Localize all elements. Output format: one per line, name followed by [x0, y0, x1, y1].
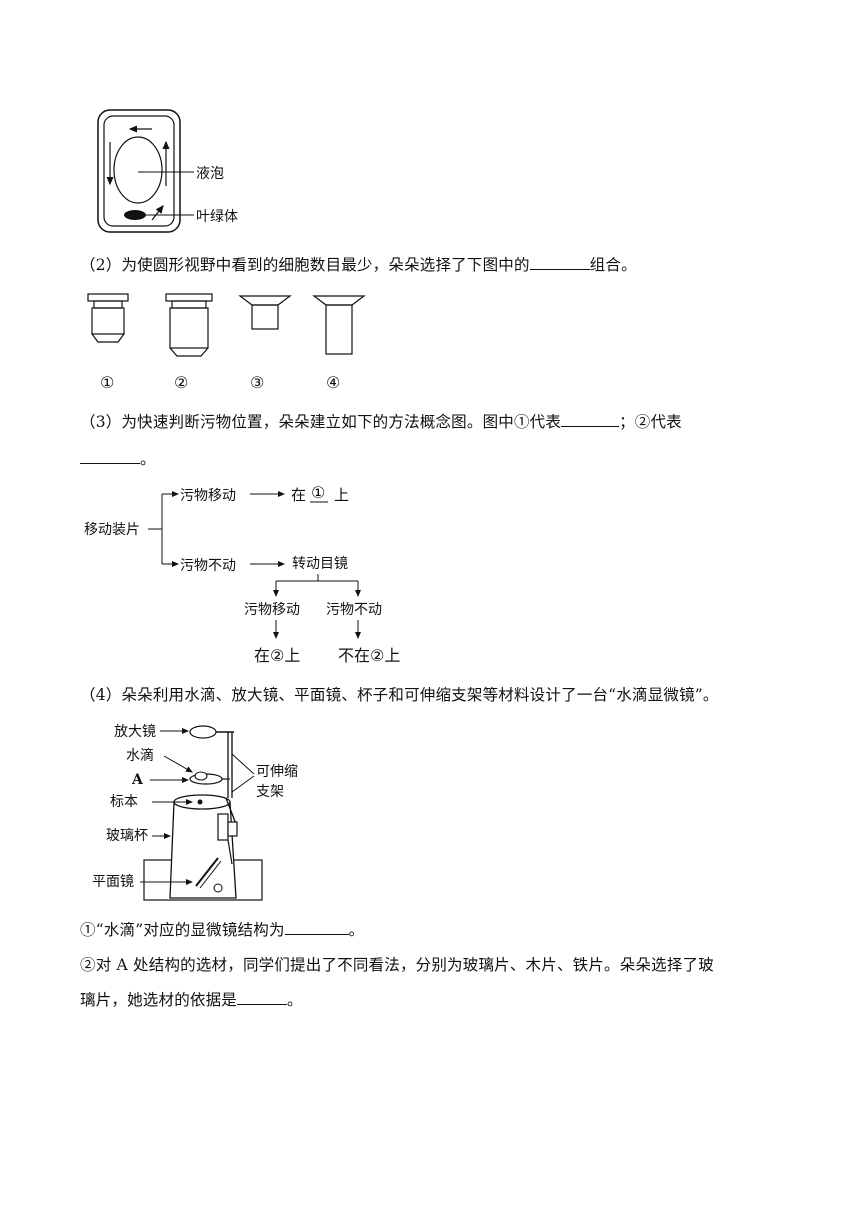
lens-label-3: ③ — [250, 373, 264, 392]
question-3-line2: 。 — [80, 448, 156, 470]
lens-label-1: ① — [100, 373, 114, 392]
objective-lens-long — [165, 293, 213, 357]
vacuole — [113, 136, 163, 204]
lens-label-4: ④ — [326, 373, 340, 392]
concept-map: 移动装片 污物移动 污物不动 在 ① 上 转动目镜 污物移动 污物不动 在②上 … — [84, 483, 400, 665]
magnifier — [189, 725, 217, 739]
question-3-line1: （3）为快速判断污物位置，朵朵建立如下的方法概念图。图中①代表；②代表 — [80, 411, 682, 431]
objective-lens-short — [87, 293, 129, 343]
map-root: 移动装片 — [84, 522, 140, 538]
label-magnifier: 放大镜 — [114, 724, 156, 740]
map-branch1: 污物移动 — [180, 488, 236, 504]
water-drop-microscope-figure: 放大镜 水滴 A 标本 玻璃杯 平面镜 可伸缩 支架 — [92, 724, 298, 901]
question-2: （2）为使圆形视野中看到的细胞数目最少，朵朵选择了下图中的组合。 — [80, 254, 637, 274]
flow-arrow-bottom — [151, 205, 164, 221]
label-bracket-1: 可伸缩 — [256, 764, 298, 780]
lens-label-2: ② — [174, 373, 188, 392]
label-bracket-2: 支架 — [256, 784, 284, 800]
question-4-sub1: ①“水滴”对应的显微镜结构为。 — [80, 919, 365, 939]
label-water-drop: 水滴 — [126, 747, 154, 764]
map-sub1-result: 在②上 — [254, 646, 300, 665]
map-branch2: 污物不动 — [180, 558, 236, 574]
question-4-sub2-line1: ②对 A 处结构的选材，同学们提出了不同看法，分别为玻璃片、木片、铁片。朵朵选择… — [80, 956, 714, 974]
label-glass-cup: 玻璃杯 — [106, 827, 148, 844]
map-action: 转动目镜 — [292, 556, 348, 572]
answer-blank-q4-1[interactable] — [284, 919, 349, 935]
chloroplast — [124, 210, 146, 220]
map-sub1: 污物移动 — [244, 602, 300, 618]
answer-blank-q2[interactable] — [529, 254, 590, 270]
label-vacuole: 液泡 — [196, 166, 224, 182]
question-4-sub2-line2: 璃片，她选材的依据是。 — [80, 989, 303, 1009]
mirror — [195, 857, 219, 887]
map-sub2: 污物不动 — [326, 602, 382, 618]
lens-figure: ① ② ③ ④ — [87, 293, 366, 392]
answer-blank-q4-2[interactable] — [237, 989, 288, 1005]
plant-cell-figure: 液泡 叶绿体 — [97, 109, 238, 233]
cell-wall — [97, 109, 181, 233]
map-result1-suffix: 上 — [334, 486, 349, 504]
map-sub2-result: 不在②上 — [338, 646, 400, 665]
water-drop — [194, 771, 208, 781]
eyepiece-long — [312, 295, 366, 355]
eyepiece-short — [238, 295, 292, 330]
map-result1-mark: ① — [311, 483, 325, 502]
answer-blank-q3-2[interactable] — [80, 448, 140, 464]
label-specimen: 标本 — [110, 794, 138, 810]
answer-blank-q3-1[interactable] — [561, 411, 620, 427]
label-a: A — [131, 772, 144, 788]
label-chloroplast: 叶绿体 — [196, 209, 238, 225]
map-result1-prefix: 在 — [291, 486, 306, 504]
question-4: （4）朵朵利用水滴、放大镜、平面镜、杯子和可伸缩支架等材料设计了一台“水滴显微镜… — [80, 686, 719, 704]
label-mirror: 平面镜 — [92, 874, 134, 890]
cell-membrane — [103, 115, 175, 227]
